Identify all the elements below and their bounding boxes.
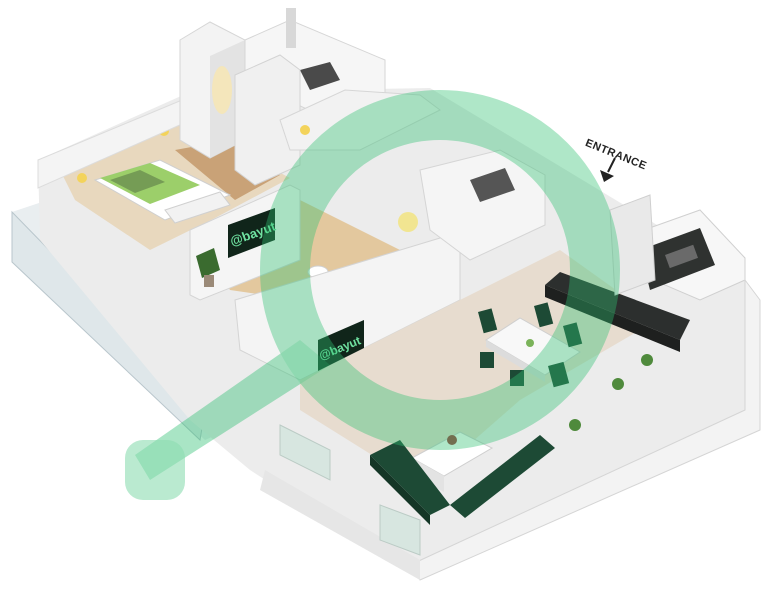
plant-icon [569, 419, 581, 431]
bed-icon [93, 159, 232, 224]
watermark-logo [125, 90, 620, 500]
chair [478, 302, 583, 388]
tv-icon: @bayut [228, 208, 278, 258]
lamp-icon [77, 173, 87, 183]
sofa-icon [370, 435, 555, 525]
wardrobe [179, 21, 246, 159]
bathroom [234, 8, 441, 186]
plant-icon [612, 378, 624, 390]
kitchen [545, 194, 746, 352]
plant-icon [641, 354, 653, 366]
kitchen-island [419, 149, 546, 261]
plant-icon [196, 248, 220, 287]
living-floor [300, 250, 640, 470]
window [279, 424, 331, 481]
window [379, 504, 421, 556]
entrance-arrow-icon [600, 157, 616, 182]
wall [260, 470, 420, 580]
dining-table-icon [478, 302, 583, 388]
